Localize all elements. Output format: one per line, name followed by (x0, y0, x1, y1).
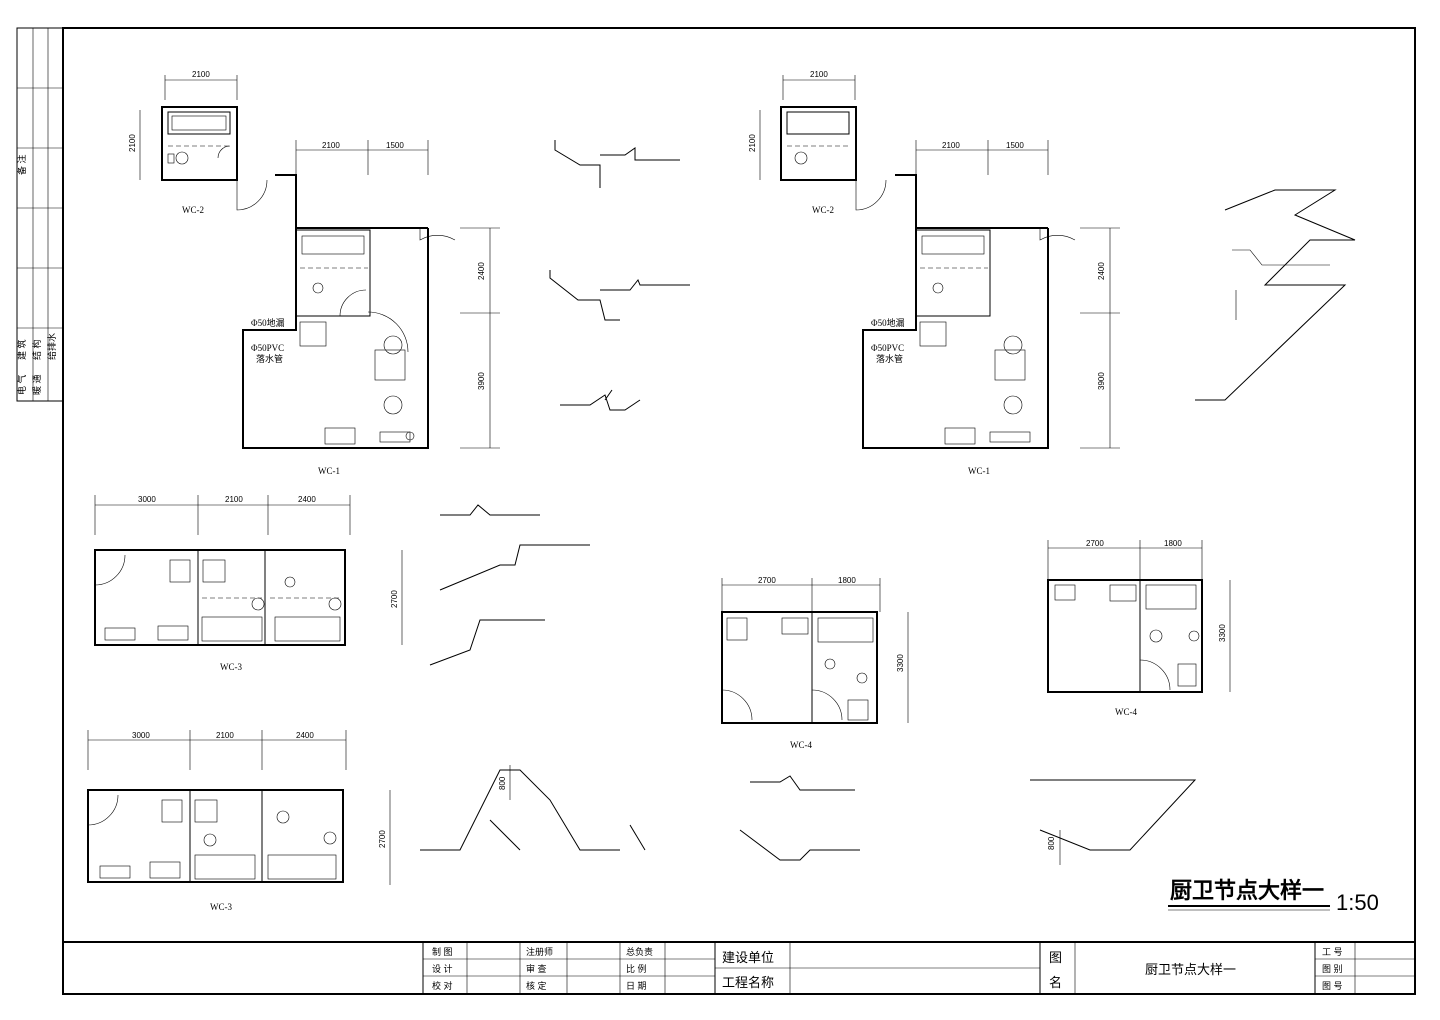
dim-wc3-b-d: 2700 (378, 830, 387, 848)
dim-wc1-r-d: 3900 (1097, 372, 1106, 390)
tb-role-chief: 总负责 (626, 946, 653, 957)
tb-drawing-name: 厨卫节点大样一 (1145, 962, 1236, 977)
dim-wc1-l-c: 2400 (477, 262, 486, 280)
riser-dim-800a: 800 (498, 776, 507, 790)
label-wc2-right: WC-2 (812, 205, 834, 215)
plan-wc3-top: 3000 2100 2400 2700 WC-3 (94, 495, 403, 672)
tb-role-check: 校 对 (432, 980, 453, 991)
label-wc2-left: WC-2 (182, 205, 204, 215)
dim-wc1-l-b: 1500 (386, 141, 404, 150)
title-block: 制 图 设 计 校 对 注册师 审 查 核 定 总负责 比 例 日 期 建设单位… (63, 941, 1415, 994)
dim-wc4-r-c: 3300 (1218, 624, 1227, 642)
tb-category: 图 别 (1322, 964, 1343, 974)
plan-wc4-middle: 2700 1800 3300 WC-4 (721, 576, 909, 750)
drawing-title-block: 厨卫节点大样一 1:50 (1168, 878, 1379, 915)
dim-wc1-l-d: 3900 (477, 372, 486, 390)
plan-wc3-bottom: 3000 2100 2400 2700 WC-3 (87, 730, 391, 912)
dim-wc1-r-c: 2400 (1097, 262, 1106, 280)
plan-wc1-left: 2100 1500 2400 3900 Φ50地漏 Φ50PVC 落水管 WC-… (242, 140, 500, 476)
tb-role-reg: 注册师 (526, 946, 553, 957)
tb-project-label: 工程名称 (722, 975, 774, 990)
plan-wc1-right: 2100 1500 2400 3900 Φ50地漏 Φ50PVC 落水管 WC-… (862, 140, 1120, 476)
dim-wc3-t-b: 2100 (225, 495, 243, 504)
note-pvc-right: Φ50PVC (871, 343, 904, 353)
note-pipe-right: 落水管 (876, 353, 903, 364)
riser-diagrams: 800 800 (420, 140, 1356, 865)
side-label-3: 给排水 (46, 333, 57, 360)
dim-wc4-m-a: 2700 (758, 576, 776, 585)
dim-wc3-b-a: 3000 (132, 731, 150, 740)
dim-wc2-r-h: 2100 (748, 134, 757, 152)
tb-role-scale: 比 例 (626, 963, 647, 974)
tb-name-label-2: 名 (1049, 975, 1062, 990)
tb-drawing-no: 图 号 (1322, 981, 1343, 991)
tb-role-draw: 制 图 (432, 946, 453, 957)
plan-wc4-right: 2700 1800 3300 WC-4 (1047, 539, 1231, 717)
dim-wc3-b-c: 2400 (296, 731, 314, 740)
label-wc3-top: WC-3 (220, 662, 242, 672)
tb-role-approve: 核 定 (526, 980, 547, 991)
note-drain-right: Φ50地漏 (871, 317, 905, 328)
note-pvc-left: Φ50PVC (251, 343, 284, 353)
label-wc1-left: WC-1 (318, 466, 340, 476)
note-drain-left: Φ50地漏 (251, 317, 285, 328)
tb-client-label: 建设单位 (722, 950, 774, 965)
label-wc4-right: WC-4 (1115, 707, 1137, 717)
label-wc3-bottom: WC-3 (210, 902, 232, 912)
label-wc4-middle: WC-4 (790, 740, 812, 750)
drawing-scale: 1:50 (1336, 890, 1379, 915)
dim-wc3-t-d: 2700 (390, 590, 399, 608)
riser-dim-800b: 800 (1047, 836, 1056, 850)
tb-role-design: 设 计 (432, 963, 453, 974)
dim-wc4-m-c: 3300 (896, 654, 905, 672)
plan-wc2-left: 2100 2100 WC-2 (128, 70, 268, 215)
dim-wc3-t-a: 3000 (138, 495, 156, 504)
side-label-5: 暖 通 (31, 374, 42, 395)
label-wc1-right: WC-1 (968, 466, 990, 476)
dim-wc4-m-b: 1800 (838, 576, 856, 585)
drawing-frame (62, 27, 1416, 995)
side-label-0: 备 注 (16, 154, 27, 175)
side-label-2: 结 构 (31, 339, 42, 360)
plan-wc2-right: 2100 2100 WC-2 (748, 70, 887, 215)
dim-wc1-l-a: 2100 (322, 141, 340, 150)
dim-wc4-r-a: 2700 (1086, 539, 1104, 548)
drawing-title: 厨卫节点大样一 (1170, 878, 1324, 903)
tb-role-date: 日 期 (626, 981, 647, 991)
dim-wc2-l-w: 2100 (192, 70, 210, 79)
note-pipe-left: 落水管 (256, 353, 283, 364)
dim-wc3-t-c: 2400 (298, 495, 316, 504)
dim-wc1-r-b: 1500 (1006, 141, 1024, 150)
tb-job-no: 工 号 (1322, 947, 1343, 957)
dim-wc1-r-a: 2100 (942, 141, 960, 150)
tb-name-label-1: 图 (1049, 950, 1062, 965)
dim-wc4-r-b: 1800 (1164, 539, 1182, 548)
dim-wc3-b-b: 2100 (216, 731, 234, 740)
side-strip: 备 注 建 筑 结 构 给排水 电 气 暖 通 (16, 27, 64, 402)
side-label-1: 建 筑 (16, 339, 27, 360)
tb-role-review: 审 查 (526, 963, 547, 974)
dim-wc2-r-w: 2100 (810, 70, 828, 79)
dim-wc2-l-h: 2100 (128, 134, 137, 152)
side-label-4: 电 气 (16, 374, 27, 395)
